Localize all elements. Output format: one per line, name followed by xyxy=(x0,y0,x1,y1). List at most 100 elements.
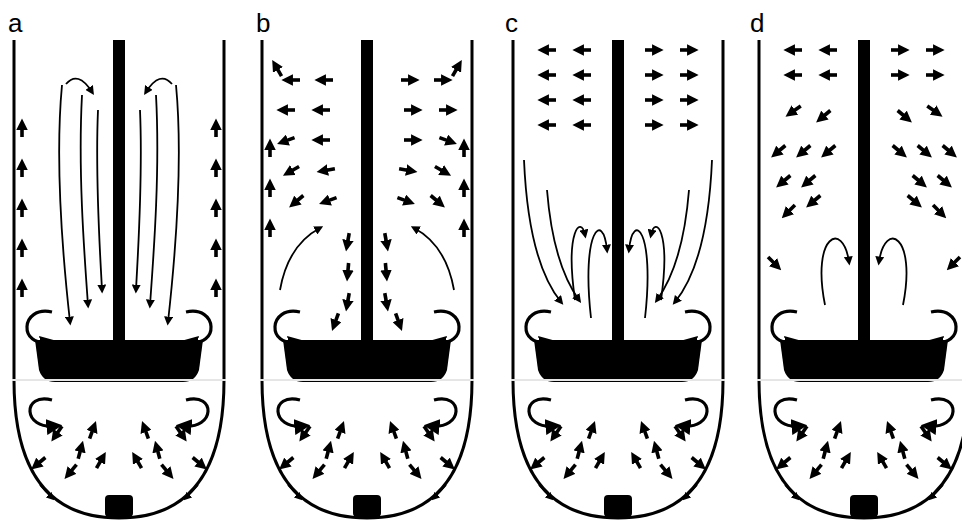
flow-arrow xyxy=(842,456,849,468)
panel-letter: b xyxy=(256,10,270,36)
flow-curve xyxy=(931,311,956,342)
flow-arrow xyxy=(410,465,419,476)
flow-arrow xyxy=(392,425,397,438)
flow-curve xyxy=(657,190,689,300)
flow-curve xyxy=(27,311,52,342)
flow-curve xyxy=(182,399,208,426)
flow-arrow xyxy=(268,143,272,157)
flow-arrow xyxy=(889,425,894,438)
flow-arrow xyxy=(397,198,410,203)
flow-arrow xyxy=(78,445,82,459)
flow-curve xyxy=(529,399,555,426)
shaft xyxy=(612,40,624,345)
flow-arrow xyxy=(933,205,943,215)
flow-arrow xyxy=(385,293,387,307)
flow-arrow xyxy=(293,196,304,205)
bottom-block xyxy=(105,495,133,517)
flow-arrow xyxy=(347,233,349,247)
flow-arrow xyxy=(214,203,218,217)
flow-arrow xyxy=(542,123,556,127)
flow-arrow xyxy=(810,196,821,205)
flow-arrow xyxy=(788,48,802,52)
flow-curve xyxy=(280,228,320,290)
flow-arrow xyxy=(214,283,218,297)
flow-arrow xyxy=(645,98,659,102)
impeller xyxy=(534,340,702,382)
flow-curve xyxy=(539,485,551,498)
flow-arrow xyxy=(156,445,160,459)
panel-letter: a xyxy=(8,10,22,36)
flow-arrow xyxy=(680,73,694,77)
flow-arrow xyxy=(542,73,556,77)
vessel-panel xyxy=(499,40,737,518)
flow-arrow xyxy=(820,111,831,120)
flow-arrow xyxy=(589,425,594,438)
flow-arrow xyxy=(404,108,418,112)
flow-arrow xyxy=(542,98,556,102)
flow-curve xyxy=(186,485,198,498)
shaft xyxy=(113,40,125,345)
flow-curve xyxy=(186,311,211,342)
flow-curve xyxy=(146,79,172,92)
vessel-wall xyxy=(759,40,962,518)
flow-arrow xyxy=(680,48,694,52)
flow-arrow xyxy=(20,243,24,257)
flow-curve xyxy=(927,399,953,426)
flow-arrow xyxy=(20,163,24,177)
flow-arrow xyxy=(399,169,413,171)
flow-curve xyxy=(526,311,551,342)
panel-letter: d xyxy=(750,10,764,36)
flow-arrow xyxy=(908,196,919,205)
flow-arrow xyxy=(788,73,802,77)
flow-arrow xyxy=(891,48,905,52)
flow-curve xyxy=(97,110,102,290)
flow-arrow xyxy=(316,138,330,142)
shaft xyxy=(361,40,373,345)
flow-arrow xyxy=(534,458,545,467)
flow-curve xyxy=(66,79,92,92)
flow-curve xyxy=(685,485,697,498)
flow-arrow xyxy=(950,257,960,267)
flow-arrow xyxy=(901,445,905,459)
vessel-panel xyxy=(248,40,486,518)
bottom-block xyxy=(353,495,381,517)
flow-arrow xyxy=(268,223,272,237)
bottom-block xyxy=(604,495,632,517)
flow-arrow xyxy=(938,458,949,467)
flow-arrow xyxy=(435,167,447,174)
flow-arrow xyxy=(193,458,204,467)
flow-curve xyxy=(785,485,797,498)
divider-line xyxy=(260,380,474,381)
flow-arrow xyxy=(825,146,836,155)
flow-arrow xyxy=(323,198,336,203)
flow-curve xyxy=(434,485,446,498)
divider-line xyxy=(248,379,486,381)
flow-curve xyxy=(772,311,797,342)
flow-curve xyxy=(150,95,157,305)
flow-curve xyxy=(168,85,179,322)
flow-arrow xyxy=(302,426,310,437)
flow-curve xyxy=(547,190,579,300)
flow-arrow xyxy=(385,233,387,247)
flow-arrow xyxy=(577,98,591,102)
flow-arrow xyxy=(789,106,800,114)
flow-arrow xyxy=(162,465,171,476)
flow-curve xyxy=(879,239,907,305)
flow-curve xyxy=(675,160,712,302)
flow-arrow xyxy=(286,78,300,82)
flow-curve xyxy=(681,399,707,426)
flow-arrow xyxy=(214,243,218,257)
flow-arrow xyxy=(926,73,940,77)
flow-arrow xyxy=(20,123,24,137)
flow-arrow xyxy=(20,203,24,217)
flow-arrow xyxy=(275,64,282,76)
flow-arrow xyxy=(643,425,648,438)
flow-arrow xyxy=(634,456,641,468)
impeller xyxy=(35,340,203,382)
flow-arrow xyxy=(661,465,670,476)
vessel-wall xyxy=(14,40,224,518)
flow-arrow xyxy=(567,465,576,476)
flow-arrow xyxy=(334,313,339,326)
flow-curve xyxy=(59,85,70,322)
